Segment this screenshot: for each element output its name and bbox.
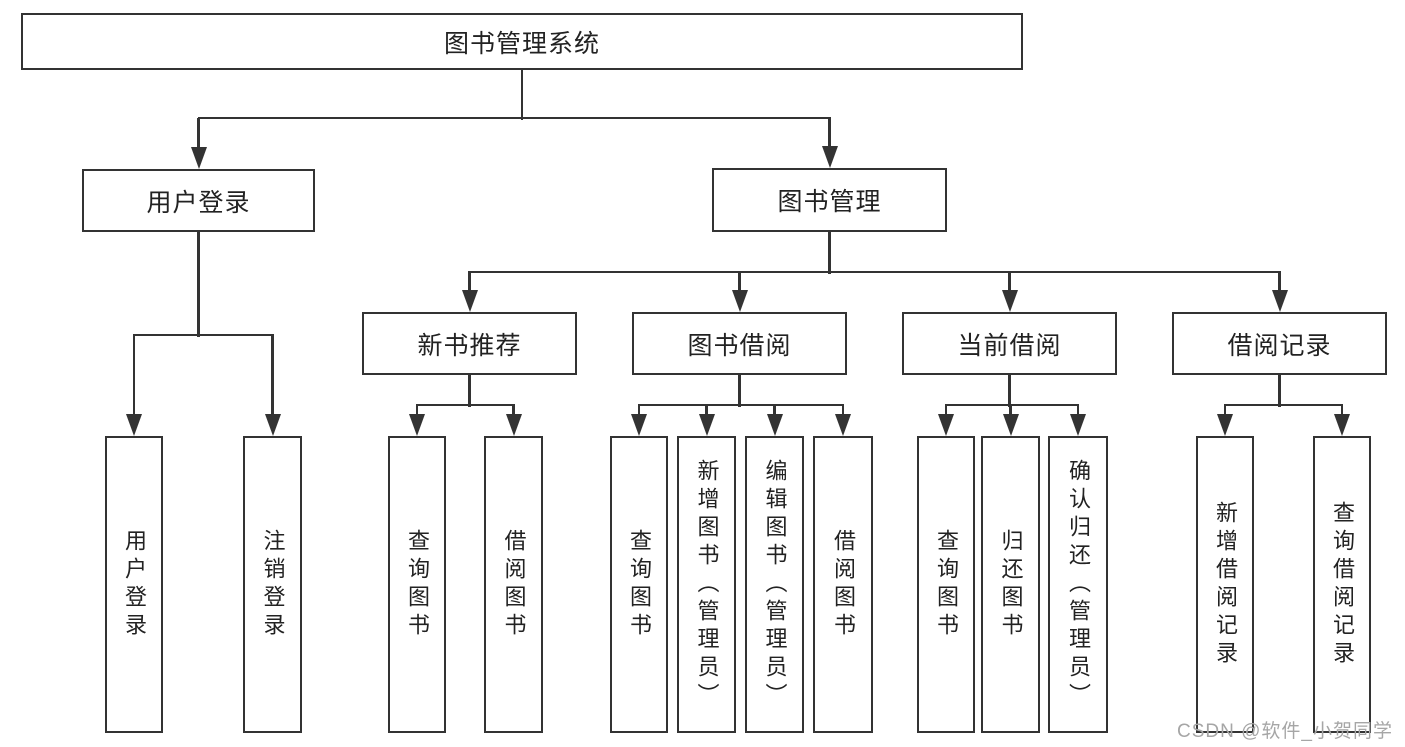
leaf-logout: 注销登录 [243, 436, 302, 733]
arrowhead-icon [938, 414, 954, 436]
leaf-borrow-book-recommend: 借阅图书 [484, 436, 543, 733]
node-library-system: 图书管理系统 [21, 13, 1023, 70]
arrowhead-icon [731, 290, 748, 312]
arrowhead-icon [409, 414, 425, 436]
arrowhead-icon [190, 147, 207, 169]
connector-line [1278, 272, 1281, 296]
connector-line [841, 405, 845, 420]
arrowhead-icon [631, 414, 647, 436]
watermark: CSDN @软件_小贺同学 [1177, 721, 1393, 742]
leaf-add-book-admin: 新增图书（管理员） [677, 436, 736, 733]
connector-line [944, 405, 948, 420]
arrowhead-icon [821, 146, 838, 168]
node-label: 查询图书 [627, 528, 652, 641]
node-label: 用户登录 [146, 188, 251, 217]
leaf-query-book-current: 查询图书 [917, 436, 975, 733]
connector-line [637, 405, 641, 420]
node-borrow-records: 借阅记录 [1172, 312, 1387, 375]
node-label: 新增借阅记录 [1213, 500, 1238, 669]
leaf-user-login: 用户登录 [105, 436, 163, 733]
connector-line [1076, 405, 1080, 420]
node-book-borrow: 图书借阅 [632, 312, 847, 375]
connector-line [520, 70, 524, 120]
connector-line [132, 335, 136, 420]
node-label: 注销登录 [260, 528, 286, 641]
node-label: 借阅图书 [501, 528, 527, 641]
connector-line [468, 375, 471, 407]
node-label: 图书管理 [777, 188, 882, 216]
node-label: 新增图书（管理员） [694, 458, 720, 711]
node-current-borrow: 当前借阅 [902, 312, 1117, 375]
connector-line [512, 405, 515, 420]
leaf-query-book-borrow: 查询图书 [610, 436, 668, 733]
connector-line [705, 405, 708, 420]
connector-line [468, 270, 1281, 274]
leaf-borrow-book: 借阅图书 [813, 436, 873, 733]
connector-line [415, 405, 419, 420]
arrowhead-icon [766, 414, 783, 436]
node-label: 查询借阅记录 [1330, 500, 1355, 669]
node-label: 新书推荐 [417, 331, 522, 360]
connector-line [1008, 375, 1011, 407]
connector-line [197, 118, 200, 152]
arrowhead-icon [1334, 414, 1350, 436]
leaf-edit-book-admin: 编辑图书（管理员） [745, 436, 804, 733]
node-label: 图书管理系统 [443, 29, 600, 58]
node-label: 编辑图书（管理员） [762, 458, 788, 711]
arrowhead-icon [1070, 414, 1086, 436]
connector-line [738, 272, 741, 296]
leaf-query-book-recommend: 查询图书 [388, 436, 446, 733]
connector-line [1223, 405, 1227, 420]
node-user-login: 用户登录 [82, 169, 315, 232]
arrowhead-icon [1001, 290, 1018, 312]
connector-line [1340, 405, 1344, 420]
connector-line [415, 403, 515, 407]
node-new-book-recommend: 新书推荐 [362, 312, 577, 375]
connector-line [1223, 403, 1344, 407]
node-label: 借阅记录 [1227, 331, 1332, 360]
arrowhead-icon [1217, 414, 1233, 436]
arrowhead-icon [835, 414, 851, 436]
connector-line [738, 375, 741, 407]
leaf-return-book: 归还图书 [981, 436, 1040, 733]
connector-line [1278, 375, 1281, 407]
leaf-query-borrow-record: 查询借阅记录 [1313, 436, 1371, 733]
arrowhead-icon [264, 414, 281, 436]
arrowhead-icon [126, 414, 142, 436]
arrowhead-icon [1271, 290, 1288, 312]
node-label: 查询图书 [405, 528, 430, 641]
connector-line [944, 403, 1080, 407]
arrowhead-icon [698, 414, 715, 436]
connector-line [773, 405, 776, 420]
connector-line [637, 403, 845, 407]
connector-line [828, 232, 831, 274]
arrowhead-icon [461, 290, 478, 312]
node-label: 用户登录 [122, 528, 147, 641]
node-label: 查询图书 [934, 528, 959, 641]
leaf-add-borrow-record: 新增借阅记录 [1196, 436, 1254, 733]
arrowhead-icon [1002, 414, 1019, 436]
connector-line [1009, 405, 1012, 420]
node-label: 归还图书 [998, 528, 1024, 641]
connector-line [197, 116, 831, 120]
connector-line [1008, 272, 1011, 296]
connector-line [271, 335, 274, 420]
node-book-management: 图书管理 [712, 168, 947, 232]
node-label: 借阅图书 [831, 528, 856, 641]
connector-line [197, 232, 200, 337]
node-label: 图书借阅 [687, 331, 792, 360]
node-label: 当前借阅 [957, 331, 1062, 360]
node-label: 确认归还（管理员） [1066, 458, 1091, 711]
connector-line [468, 272, 471, 296]
connector-line [132, 333, 274, 337]
connector-line [828, 118, 831, 151]
leaf-confirm-return-admin: 确认归还（管理员） [1048, 436, 1108, 733]
arrowhead-icon [505, 414, 522, 436]
